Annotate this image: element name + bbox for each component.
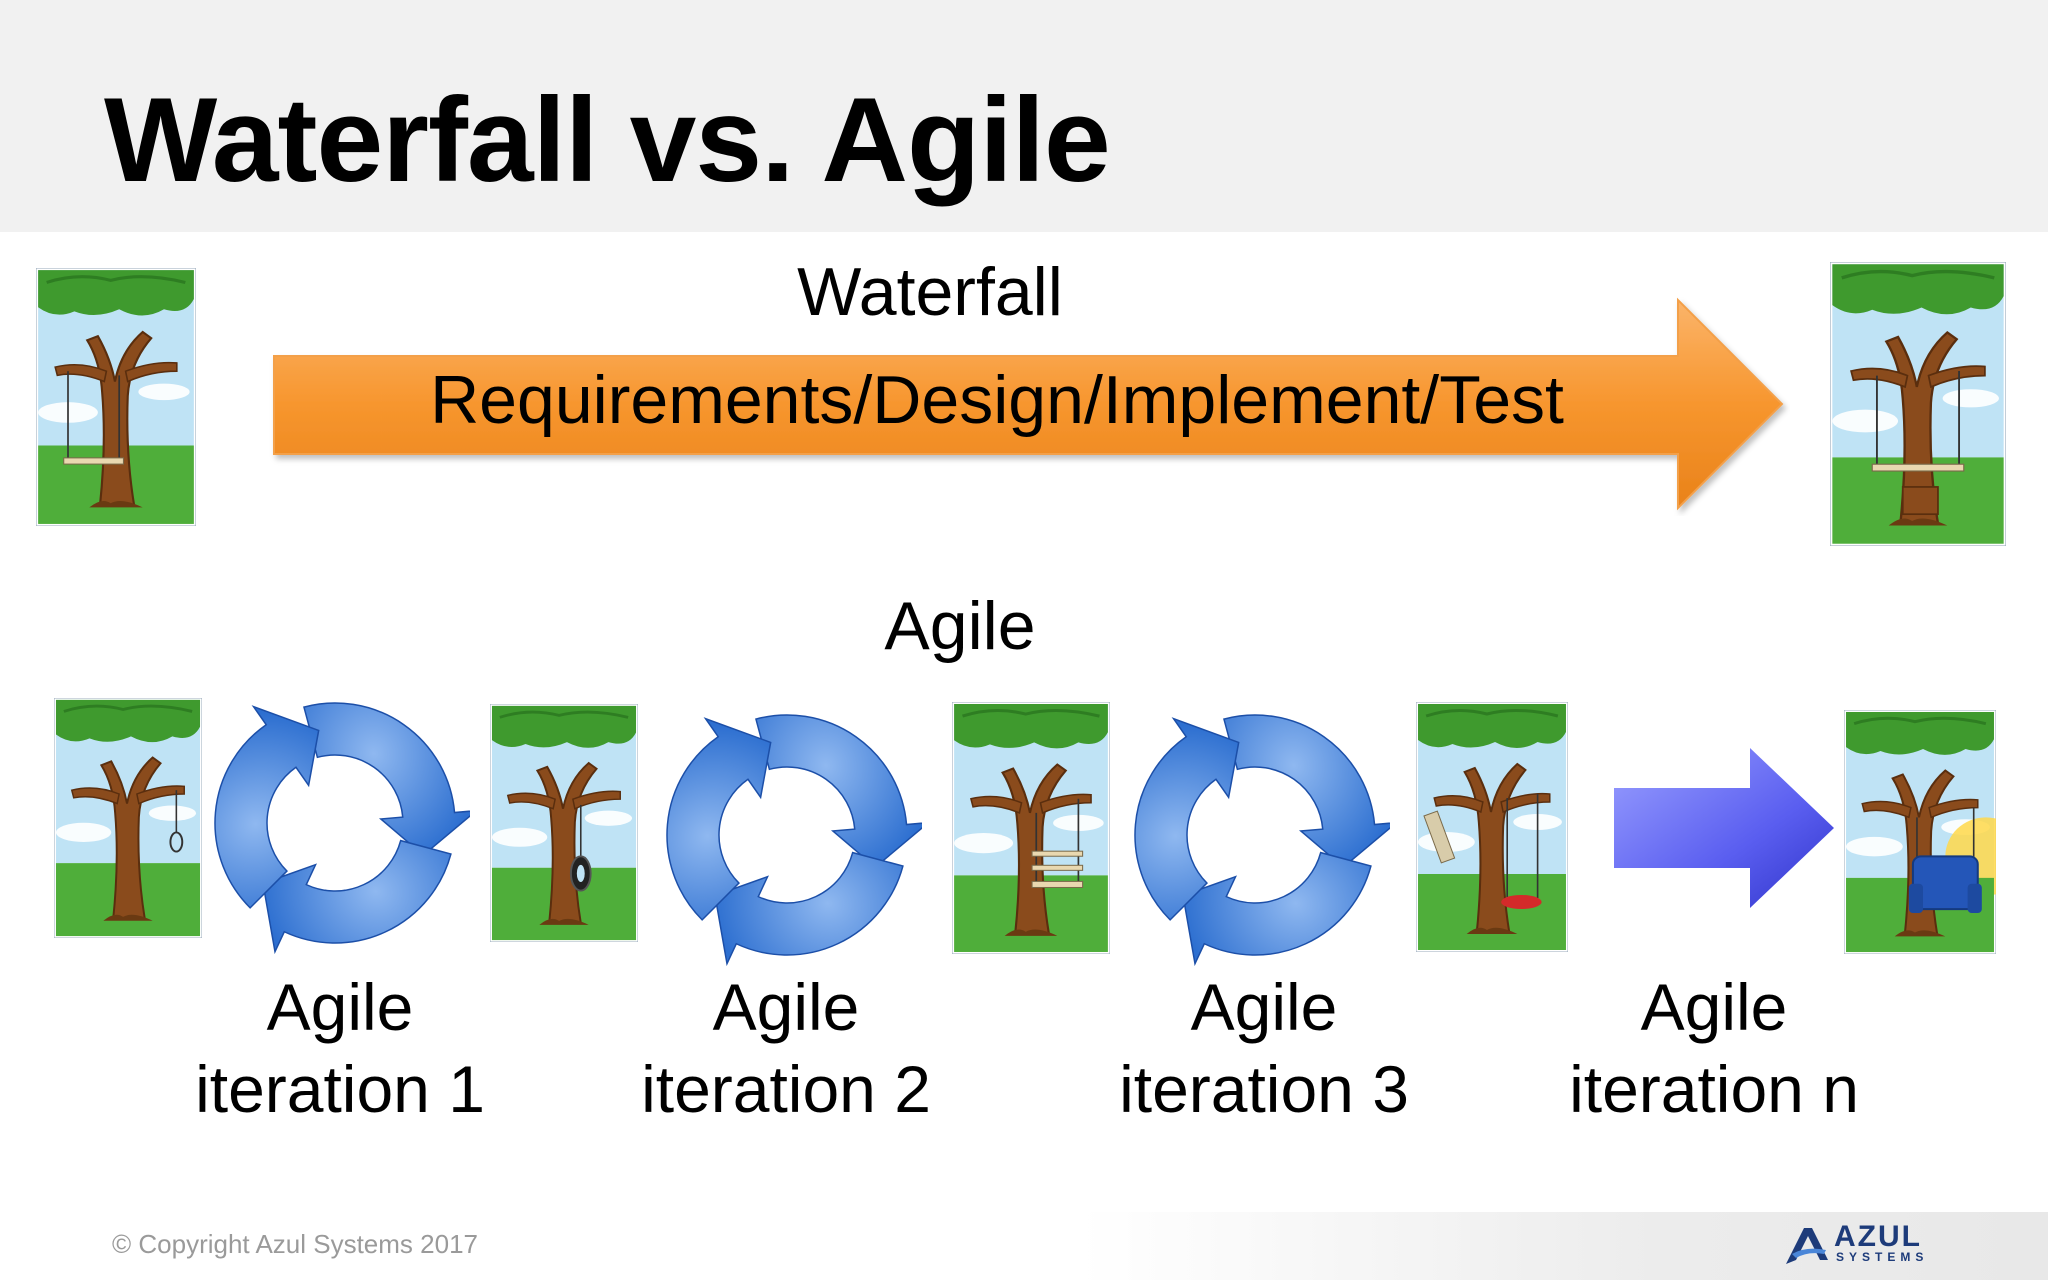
copyright-text: © Copyright Azul Systems 2017	[112, 1229, 478, 1259]
azul-logo-word: AZUL	[1834, 1220, 1922, 1253]
iteration-label-n-line1: Agile	[1640, 970, 1788, 1044]
slide-title: Waterfall vs. Agile	[104, 73, 1111, 207]
waterfall-arrow-shape	[273, 297, 1784, 511]
azul-logo-sub: SYSTEMS	[1836, 1250, 1929, 1264]
iteration-label-2: Agile iteration 2	[596, 966, 976, 1130]
header-band	[0, 0, 2048, 232]
waterfall-arrow-text: Requirements/Design/Implement/Test	[430, 362, 1564, 438]
iteration-label-2-line1: Agile	[712, 970, 860, 1044]
iteration-label-1: Agile iteration 1	[150, 966, 530, 1130]
agile-label: Agile	[884, 588, 1036, 664]
tree-finished-swing-icon	[1830, 262, 2006, 546]
footer-band	[1080, 1212, 2048, 1280]
cycle-arrows-icon	[214, 702, 470, 955]
tree-rope-noose-icon	[54, 698, 202, 938]
iteration-label-3-line1: Agile	[1190, 970, 1338, 1044]
iteration-label-n-line2: iteration n	[1569, 1052, 1859, 1126]
tree-ladder-swing-icon	[1416, 702, 1568, 952]
iteration-label-3: Agile iteration 3	[1074, 966, 1454, 1130]
iteration-label-3-line2: iteration 3	[1119, 1052, 1409, 1126]
iteration-label-n: Agile iteration n	[1524, 966, 1904, 1130]
tree-armchair-icon	[1844, 710, 1996, 954]
azul-logo: AZUL SYSTEMS	[1782, 1222, 1952, 1266]
iteration-label-1-line1: Agile	[266, 970, 414, 1044]
tree-tire-swing-icon	[490, 704, 638, 942]
azul-logo-mark-icon	[1786, 1228, 1828, 1264]
iteration-label-1-line2: iteration 1	[195, 1052, 485, 1126]
iteration-label-2-line2: iteration 2	[641, 1052, 931, 1126]
cycle-arrows-icon	[1134, 714, 1390, 967]
waterfall-label: Waterfall	[797, 254, 1063, 330]
tree-seat-swing-icon	[952, 702, 1110, 954]
tree-plank-swing-icon	[36, 268, 196, 526]
cycle-arrows-icon	[666, 714, 922, 967]
next-iteration-arrow-icon	[1614, 748, 1834, 908]
